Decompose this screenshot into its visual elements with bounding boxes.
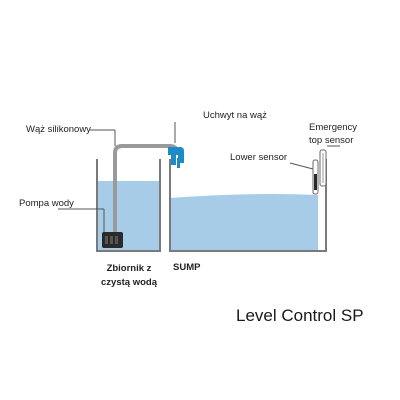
hose-holder-label: Uchwyt na wąż [203,110,267,121]
lower-sensor-leader [289,162,314,170]
callout-leader-lines [58,122,340,232]
product-name: Level Control SP [236,306,364,325]
sump-tank-walls [169,159,327,252]
silicone-hose-label: Wąż silikonowy [26,124,91,135]
emergency-sensor-label-line2: top sensor [309,135,353,146]
hose-holder-icon [168,147,184,168]
water-pump-label: Pompa wody [19,198,74,209]
fresh-water-tank-label-line1: Zbiornik z [107,263,152,274]
emergency-top-sensor-icon [319,149,327,187]
lower-sensor-icon [312,159,319,195]
lower-sensor-label: Lower sensor [230,152,287,163]
water-pump-icon [102,232,123,248]
sump-water [170,194,318,251]
sump-label: SUMP [173,262,201,273]
fresh-water-tank-walls [96,159,161,252]
emergency-sensor-label-line1: Emergency [309,122,357,133]
fresh-water-tank-label-line2: czystą wodą [101,277,158,288]
